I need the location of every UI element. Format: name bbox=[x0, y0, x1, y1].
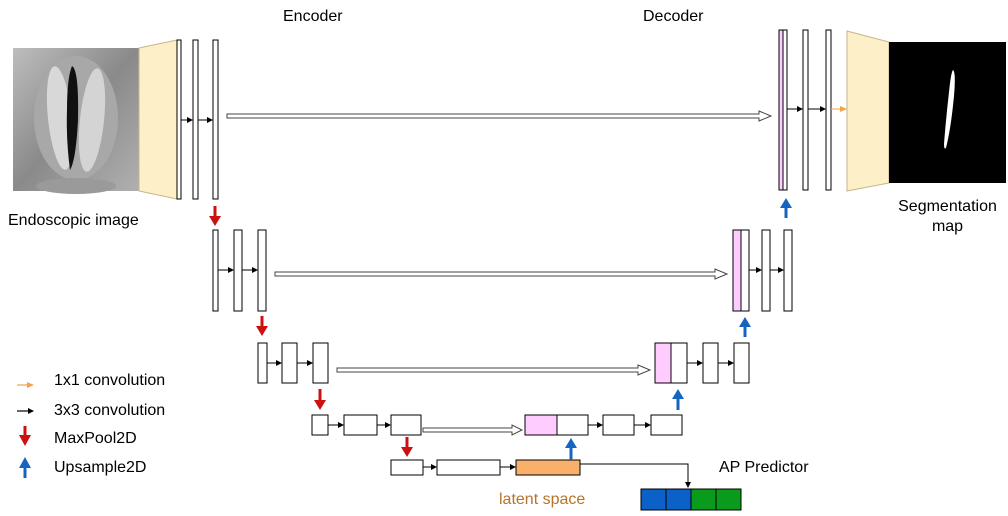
output-map-label-line2: map bbox=[931, 218, 964, 235]
skip-connection-3 bbox=[336, 364, 652, 376]
skip-connection-4 bbox=[422, 424, 524, 436]
encoder-level-3 bbox=[257, 342, 329, 384]
decoder-level-1 bbox=[778, 29, 847, 191]
input-funnel bbox=[138, 39, 178, 200]
maxpool-arrow-1 bbox=[209, 206, 221, 226]
output-funnel bbox=[846, 30, 890, 192]
encoder-level-4 bbox=[311, 414, 422, 436]
ap-predictor-label: AP Predictor bbox=[719, 459, 809, 476]
encoder-title: Encoder bbox=[283, 8, 343, 25]
upsample-arrow-1 bbox=[780, 198, 792, 218]
legend-1x1-label: 1x1 convolution bbox=[54, 372, 166, 389]
legend-maxpool-icon bbox=[19, 426, 31, 446]
latent-space-label: latent space bbox=[499, 491, 586, 508]
skip-connection-2 bbox=[274, 268, 729, 280]
bottleneck bbox=[390, 459, 691, 488]
skip-connection-1 bbox=[226, 110, 773, 122]
legend-maxpool-label: MaxPool2D bbox=[54, 430, 137, 447]
upsample-arrow-4 bbox=[565, 438, 577, 460]
decoder-title: Decoder bbox=[643, 8, 704, 25]
legend-upsample-label: Upsample2D bbox=[54, 459, 147, 476]
latent-space-block bbox=[515, 459, 581, 476]
maxpool-arrow-4 bbox=[401, 437, 413, 457]
segmentation-map bbox=[889, 42, 1006, 183]
decoder-level-4 bbox=[524, 414, 683, 436]
encoder-level-2 bbox=[212, 229, 267, 312]
upsample-arrow-2 bbox=[739, 317, 751, 337]
endoscopic-image bbox=[13, 48, 139, 194]
maxpool-arrow-3 bbox=[314, 389, 326, 410]
legend-3x3-label: 3x3 convolution bbox=[54, 402, 166, 419]
ap-predictor-output bbox=[640, 488, 742, 511]
decoder-level-3 bbox=[654, 342, 750, 384]
upsample-arrow-3 bbox=[672, 389, 684, 410]
decoder-level-2 bbox=[732, 229, 793, 312]
encoder-level-1 bbox=[176, 39, 219, 200]
legend-upsample-icon bbox=[19, 457, 31, 478]
input-image-label: Endoscopic image bbox=[8, 212, 139, 229]
maxpool-arrow-2 bbox=[256, 316, 268, 336]
output-map-label-line1: Segmentation bbox=[898, 198, 997, 215]
